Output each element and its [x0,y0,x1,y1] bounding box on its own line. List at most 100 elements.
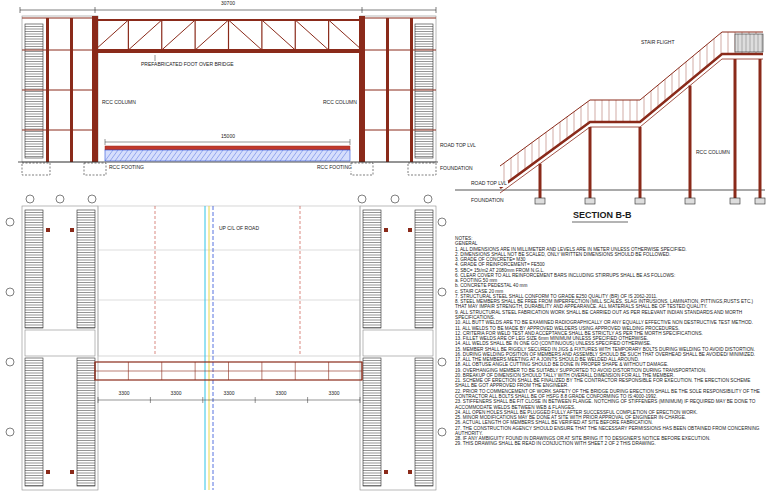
stair-tread [25,420,43,421]
stair-tread [363,408,381,409]
stair-tread [25,215,43,216]
stair-tread [25,390,43,391]
grid-bubble [438,358,446,366]
lane-line [98,300,360,301]
stair-tread [25,322,43,323]
stair-tread [25,146,43,147]
stair-tread [25,300,43,301]
drawing-label: FOUNDATION [470,198,505,204]
stair-tread [415,79,433,80]
stair-tread [25,310,43,311]
stair-tread [363,470,381,471]
stair-tread [25,144,43,145]
note-text: 11. ALL WELDS TO BE MADE BY APPROVED WEL… [455,326,763,331]
stair-tread [25,267,43,268]
stair-tread [363,287,381,288]
stair-tread [77,425,95,426]
stair-tread [363,292,381,293]
stair-tread [77,430,95,431]
stair-tread [25,440,43,441]
stair-tread [415,475,433,476]
stair-tread [77,272,95,273]
stair-tread [77,235,95,236]
stair-tread [363,365,381,366]
drawing-label: PREFABRICATED FOOT OVER BRIDGE [140,62,235,68]
stair-tread [415,240,433,241]
stair-tread [415,272,433,273]
stair-tread [363,220,381,221]
footing [585,198,595,204]
baluster [546,132,547,154]
stair-tread [363,230,381,231]
road-hatch [185,150,193,161]
road-hatch [295,150,303,161]
column-square [46,470,50,474]
baluster [567,117,568,139]
drawing-label: RCC COLUMN [695,150,731,156]
note-text: 27. THE CONSTRUCTION AGENCY SHOULD ENSUR… [455,426,763,437]
stair-tread [25,388,43,389]
stair-tread [25,297,43,298]
truss-vertical [295,20,296,50]
road-hatch [245,150,253,161]
road-hatch [275,150,283,161]
stair-tread [363,325,381,326]
footing [535,198,545,204]
truss-diagonal [329,20,362,50]
stair-tread [77,260,95,261]
section-hatch [742,34,743,52]
road-hatch [210,150,218,161]
stair-tread [25,71,43,72]
stair-tread [415,114,433,115]
stair-tread [363,315,381,316]
bridge-deck-plan [95,362,362,380]
stair-tread [363,473,381,474]
footing-outline [22,163,50,175]
stair-tread [363,403,381,404]
note-text: 19. OVERHANGING MEMBER TO BE SUITABLY SU… [455,368,763,373]
road-plan [98,206,360,356]
note-text: c. STAIR CASE 20 mm [455,289,763,294]
notes-column: NOTES:GENERAL1. ALL DIMENSIONS ARE IN MI… [455,236,763,447]
stair-tread [363,425,381,426]
tower-beam [22,90,98,91]
stair-tread [415,398,433,399]
dimension-line [98,400,360,401]
stair-tread [77,252,95,253]
road-hatch [260,150,268,161]
stair-tread [363,302,381,303]
stair-tread [415,109,433,110]
stair-tread [25,448,43,449]
stair-tread [415,302,433,303]
road-hatch [305,150,313,161]
stair-tread [415,119,433,120]
note-text: 9. ALL STRUCTURAL STEEL FABRICATION WORK… [455,310,763,321]
stair-tread [363,275,381,276]
stair-flight [415,210,433,328]
stair-tread [25,119,43,120]
note-text: 25. MINOR MODIFICATIONS MAY BE DONE AT S… [455,415,763,420]
stair-tread [77,230,95,231]
stair-tread [25,445,43,446]
stair-tread [77,395,95,396]
dimension-tick [350,139,351,145]
stair-tread [363,463,381,464]
stair-tread [415,438,433,439]
road-hatch [135,150,143,161]
stair-tread [25,232,43,233]
stair-tread [77,420,95,421]
stair-tread [363,445,381,446]
truss-vertical [195,20,196,50]
stair-tread [415,46,433,47]
stair-tread [25,225,43,226]
stair-tread [415,430,433,431]
stair-tread [415,485,433,486]
truss-diagonal [128,20,161,50]
stair-tread [25,270,43,271]
stair-tread [25,458,43,459]
stair-tread [25,121,43,122]
stair-tread [77,277,95,278]
note-text: 10. ALL BUTT WELDS ARE TO BE EXAMINED RA… [455,320,763,325]
stair-tread [363,440,381,441]
stair-tread [415,156,433,157]
